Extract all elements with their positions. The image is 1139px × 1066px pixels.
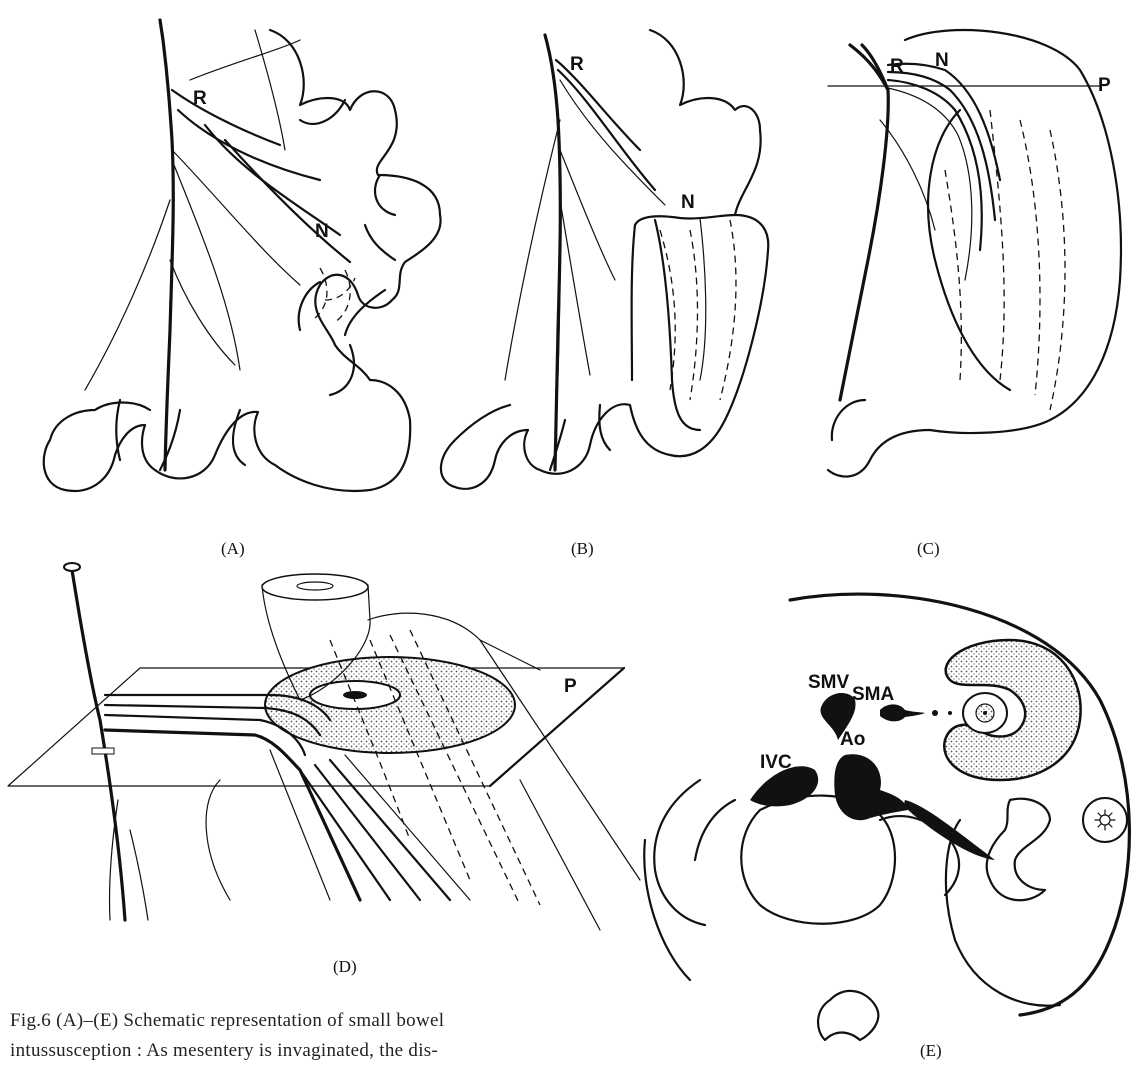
label-n: N [935, 50, 949, 71]
label-n: N [681, 192, 695, 213]
aorta-vessel [834, 754, 908, 820]
panel-caption: (D) [333, 957, 357, 976]
bowel-loop [44, 30, 441, 491]
label-sma: SMA [852, 684, 895, 705]
label-r: R [890, 56, 904, 77]
caption-line-1: Fig.6 (A)–(E) Schematic representation o… [10, 1006, 550, 1036]
label-smv: SMV [808, 672, 850, 693]
label-ao: Ao [840, 729, 865, 750]
panel-b: R N (B) [441, 30, 768, 558]
panel-d: P (D) [8, 563, 640, 976]
panel-a: R N (A) [44, 20, 441, 558]
bowel-loop [441, 30, 768, 489]
mesenteric-vessel [163, 40, 173, 470]
panel-caption: (E) [920, 1041, 942, 1060]
mesenteric-vessel [840, 45, 888, 400]
panel-e: SMV SMA IVC Ao (E) [644, 594, 1129, 1060]
panel-caption: (C) [917, 539, 940, 558]
figure-caption: Fig.6 (A)–(E) Schematic representation o… [10, 1006, 550, 1066]
label-n: N [315, 221, 329, 242]
label-ivc: IVC [760, 752, 792, 773]
panel-caption: (B) [571, 539, 594, 558]
label-p: P [564, 676, 577, 697]
panel-caption: (A) [221, 539, 245, 558]
panel-c: R N P (C) [828, 30, 1121, 558]
mesenteric-vessel [545, 35, 560, 470]
sma-vessel [880, 704, 925, 721]
label-r: R [570, 54, 584, 75]
colon-loop [987, 799, 1050, 901]
label-r: R [193, 88, 207, 109]
caption-line-2: intussusception : As mesentery is invagi… [10, 1036, 550, 1066]
mesenteric-vessel [72, 570, 125, 920]
intussusception-sheath [905, 30, 1121, 433]
label-p: P [1098, 75, 1111, 96]
stippled-oval [265, 657, 515, 753]
